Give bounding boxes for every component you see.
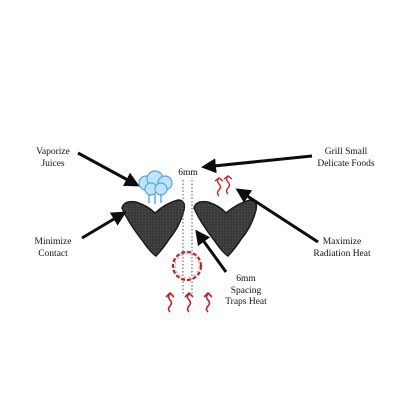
label-minimize-contact: Minimize Contact [34, 237, 72, 259]
arrow-maximize [235, 188, 319, 244]
left-grate-bar [121, 199, 186, 257]
label-spacing-traps-heat: 6mm Spacing Traps Heat [225, 274, 267, 307]
heat-swirl-icon [171, 250, 203, 282]
label-maximize-radiation-heat: Maximize Radiation Heat [313, 237, 371, 259]
heat-wave-icon [165, 291, 213, 313]
label-gap-6mm: 6mm [178, 168, 198, 178]
label-grill-small-delicate-foods: Grill Small Delicate Foods [317, 147, 375, 169]
arrow-vaporize [77, 151, 140, 187]
arrow-spacing [195, 229, 228, 273]
steam-cloud-icon [138, 170, 173, 204]
arrow-grill [201, 154, 313, 174]
right-grate-bar [193, 199, 258, 257]
heat-wave-icon [214, 175, 233, 197]
label-vaporize-juices: Vaporize Juices [36, 147, 70, 169]
arrow-minimize [81, 211, 127, 240]
